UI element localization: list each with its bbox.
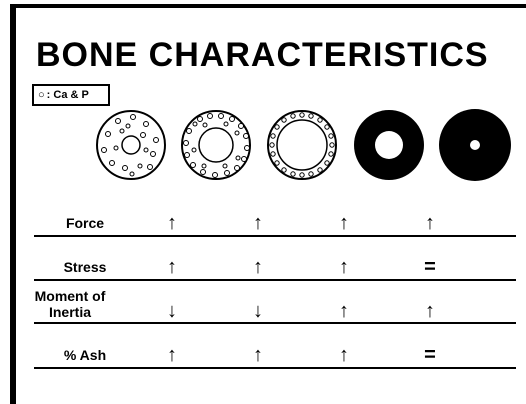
force-change-2: ↑ [246,211,270,235]
bone-cross-section-1 [97,111,165,179]
stress-change-4: = [418,255,442,279]
row-label-ash: % Ash [30,347,140,363]
force-change-4: ↑ [418,211,442,235]
ash-change-4: = [418,343,442,367]
row-divider [34,322,516,324]
row-label-stress: Stress [30,259,140,275]
moment-change-3: ↑ [332,299,356,323]
row-divider [34,235,516,237]
bone-cross-sections [0,0,526,200]
row-label-force: Force [30,215,140,231]
ash-change-3: ↑ [332,343,356,367]
bone-cross-section-2 [182,111,250,179]
bone-cross-section-5 [439,109,511,181]
stress-change-1: ↑ [160,255,184,279]
bone-cross-section-4 [354,110,424,180]
moment-change-4: ↑ [418,299,442,323]
bone-cross-section-3 [268,111,336,179]
force-change-1: ↑ [160,211,184,235]
row-label-moment-of-inertia: Moment of Inertia [30,288,110,320]
moment-change-1: ↓ [160,299,184,323]
ash-change-2: ↑ [246,343,270,367]
moment-change-2: ↓ [246,299,270,323]
stress-change-2: ↑ [246,255,270,279]
row-divider [34,367,516,369]
row-divider [34,279,516,281]
stress-change-3: ↑ [332,255,356,279]
ash-change-1: ↑ [160,343,184,367]
force-change-3: ↑ [332,211,356,235]
